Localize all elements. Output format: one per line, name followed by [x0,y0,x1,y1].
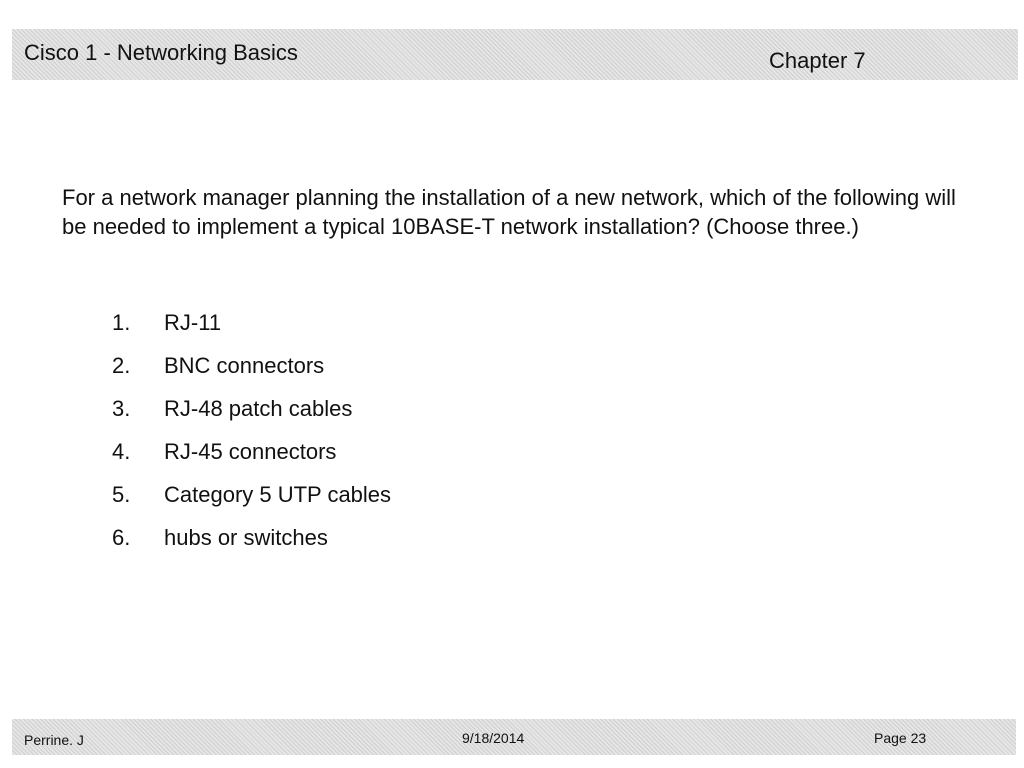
answer-option: 5. Category 5 UTP cables [112,480,391,523]
option-number: 5. [112,482,131,507]
answer-option: 4. RJ-45 connectors [112,437,391,480]
footer-date: 9/18/2014 [462,730,525,746]
option-label: hubs or switches [164,525,328,550]
option-label: RJ-11 [164,310,222,335]
option-label: Category 5 UTP cables [164,482,392,507]
answer-option: 1. RJ-11 [112,308,391,351]
page-number: Page 23 [874,730,927,746]
answer-option: 2. BNC connectors [112,351,391,394]
footer-author: Perrine. J [24,732,84,748]
option-label: RJ-45 connectors [164,439,337,464]
option-number: 4. [112,439,131,464]
option-label: BNC connectors [164,353,325,378]
header-bar: Cisco 1 - Networking Basics Chapter 7 [12,29,1018,80]
option-number: 1. [112,310,131,335]
answer-options-list: 1. RJ-11 2. BNC connectors 3. RJ-48 patc… [112,308,391,566]
answer-option: 3. RJ-48 patch cables [112,394,391,437]
option-number: 6. [112,525,131,550]
footer-bar: Perrine. J 9/18/2014 Page 23 [12,719,1016,755]
option-number: 2. [112,353,131,378]
chapter-label: Chapter 7 [769,48,866,73]
option-number: 3. [112,396,131,421]
question-text: For a network manager planning the insta… [62,185,956,239]
answer-option: 6. hubs or switches [112,523,391,566]
slide-title: Cisco 1 - Networking Basics [24,40,298,65]
option-label: RJ-48 patch cables [164,396,353,421]
